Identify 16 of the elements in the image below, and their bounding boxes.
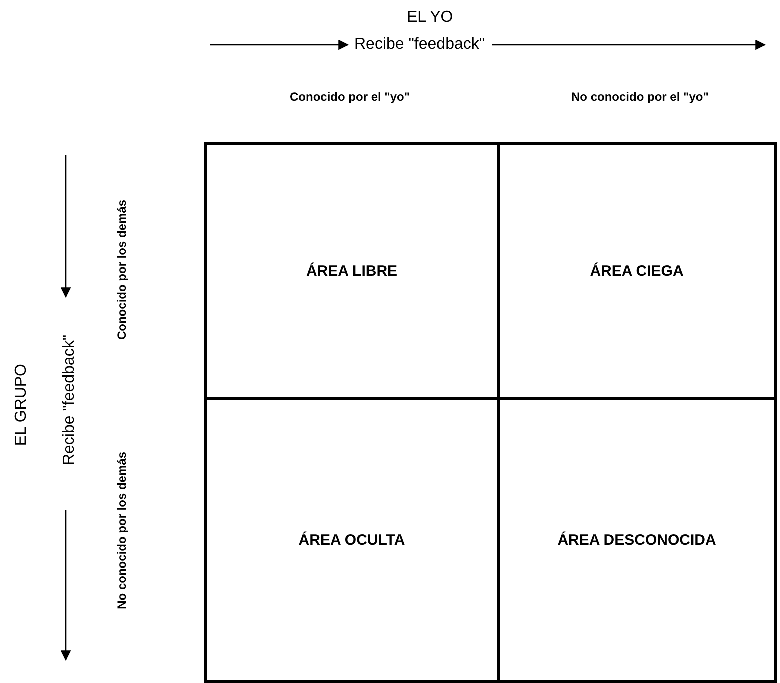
- quadrant-cell: [204, 397, 500, 683]
- quadrant-cell: [497, 142, 777, 400]
- quadrant-cell: [204, 142, 500, 400]
- column-header: Conocido por el "yo": [290, 90, 410, 104]
- row-header: Conocido por los demás: [115, 200, 129, 340]
- axis-subtitle: Recibe "feedback": [61, 334, 79, 466]
- quadrant-cell: [497, 397, 777, 683]
- axis-title: EL GRUPO: [13, 364, 31, 446]
- axis-subtitle: Recibe "feedback": [354, 36, 486, 54]
- quadrant-title: ÁREA CIEGA: [590, 262, 684, 280]
- column-header: No conocido por el "yo": [572, 90, 709, 104]
- axis-title: EL YO: [407, 9, 454, 27]
- quadrant-title: ÁREA OCULTA: [298, 532, 406, 548]
- quadrant-title: ÁREA LIBRE: [306, 262, 398, 280]
- quadrant-title: ÁREA DESCONOCIDA: [558, 532, 716, 548]
- row-header: No conocido por los demás: [115, 452, 129, 609]
